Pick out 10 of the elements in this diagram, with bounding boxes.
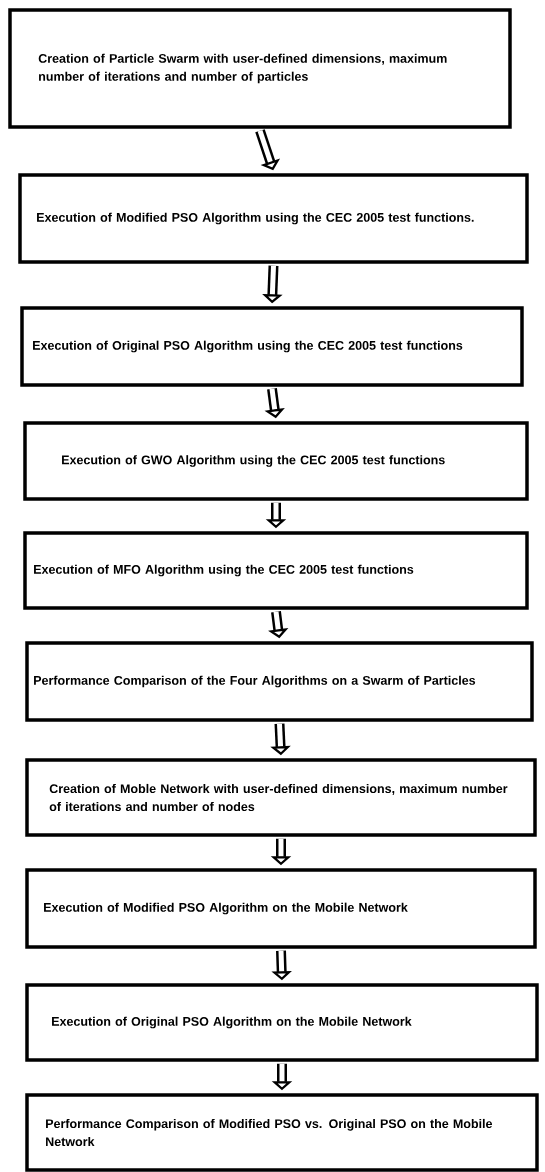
process-box: Execution of MFO Algorithm using the CEC 2005 test functions	[23, 531, 529, 610]
process-box: Creation of Moble Network with user-defined dimensions, maximum number of iterations and number of nodes	[25, 758, 537, 837]
process-box: Execution of Modified PSO Algorithm using the CEC 2005 test functions.	[18, 173, 529, 264]
process-box: Execution of Modified PSO Algorithm on the Mobile Network	[25, 868, 537, 949]
process-box: Creation of Particle Swarm with user-defined dimensions, maximum number of iterations and number of particles	[8, 8, 512, 129]
process-box: Execution of GWO Algorithm using the CEC 2005 test functions	[23, 421, 529, 501]
process-box: Execution of Original PSO Algorithm on the Mobile Network	[25, 983, 539, 1062]
process-box: Execution of Original PSO Algorithm using the CEC 2005 test functions	[20, 306, 524, 387]
process-box: Performance Comparison of Modified PSO vs. Original PSO on the Mobile Network	[25, 1093, 539, 1172]
process-box: Performance Comparison of the Four Algorithms on a Swarm of Particles	[25, 641, 534, 722]
